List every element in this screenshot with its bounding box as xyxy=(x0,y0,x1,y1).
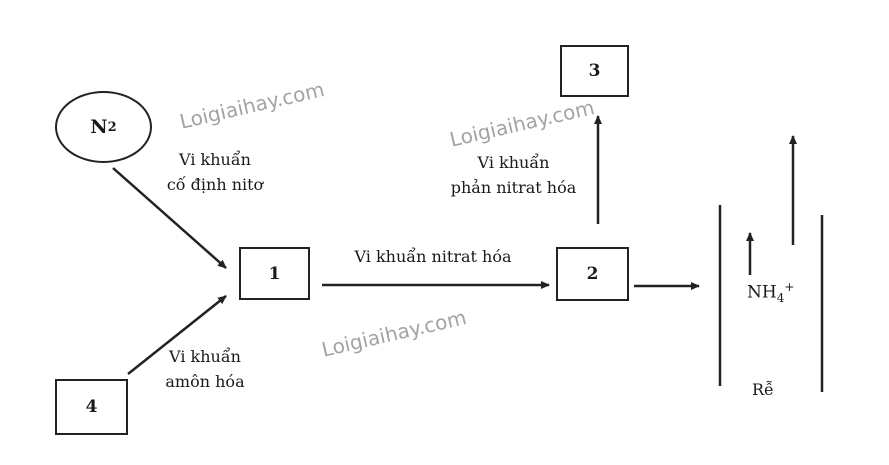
fixation-label: Vi khuẩn cố định nitơ xyxy=(150,147,280,197)
denitrification-label-line1: Vi khuẩn xyxy=(477,153,550,172)
ammonium-superscript: + xyxy=(784,280,795,294)
n2-subscript: 2 xyxy=(107,119,117,135)
box-4: 4 xyxy=(55,379,128,435)
root-label: Rễ xyxy=(752,380,774,399)
ammonium-subscript: 4 xyxy=(776,291,785,306)
box-2: 2 xyxy=(556,247,629,301)
ammonium-label: NH4+ xyxy=(747,280,794,305)
fixation-label-line2: cố định nitơ xyxy=(166,175,264,194)
denitrification-label: Vi khuẩn phản nitrat hóa xyxy=(436,150,591,200)
box-1: 1 xyxy=(239,247,310,300)
arrow-4-to-1 xyxy=(127,295,227,375)
ammonium-base: NH xyxy=(747,282,777,303)
ammonification-label: Vi khuẩn amôn hóa xyxy=(150,344,260,394)
nitrification-label: Vi khuẩn nitrat hóa xyxy=(354,247,512,266)
fixation-label-line1: Vi khuẩn xyxy=(179,150,251,169)
denitrification-label-line2: phản nitrat hóa xyxy=(450,178,577,197)
ammonification-label-line1: Vi khuẩn xyxy=(169,347,241,366)
box-3: 3 xyxy=(560,45,629,97)
ammonification-label-line2: amôn hóa xyxy=(165,372,245,391)
arrow-n2-to-1 xyxy=(112,167,227,269)
n2-symbol: N xyxy=(90,116,108,138)
